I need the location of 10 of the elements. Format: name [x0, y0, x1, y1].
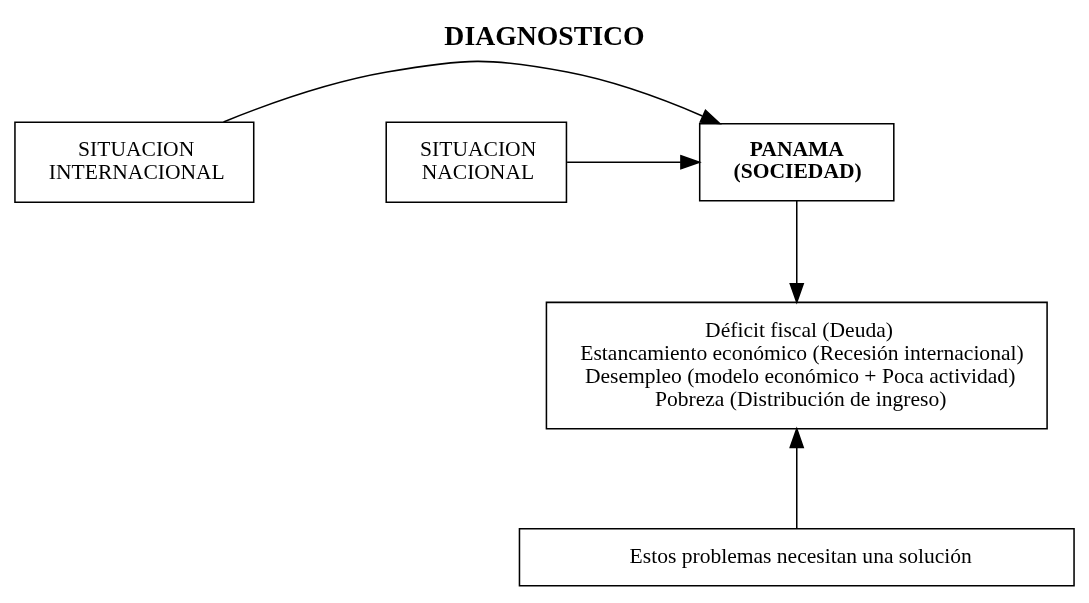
node-box: PANAMA (SOCIEDAD) — [698, 122, 895, 201]
node-box: Estos problemas necesitan una solución — [518, 527, 1075, 587]
node-box: Déficit fiscal (Deuda) Estancamiento económico (Recesión internacional) Desempleo (modelo económico + Poca actividad) Pobreza (Distribución de ingreso) — [545, 301, 1048, 429]
diagram-title: DIAGNOSTICO — [444, 19, 645, 51]
arrow — [222, 60, 722, 125]
arrow — [789, 426, 805, 529]
arrow — [566, 154, 702, 170]
node-box: SITUACION INTERNACIONAL — [14, 120, 255, 203]
arrow — [789, 199, 805, 305]
node-box: SITUACION NACIONAL — [385, 120, 568, 203]
